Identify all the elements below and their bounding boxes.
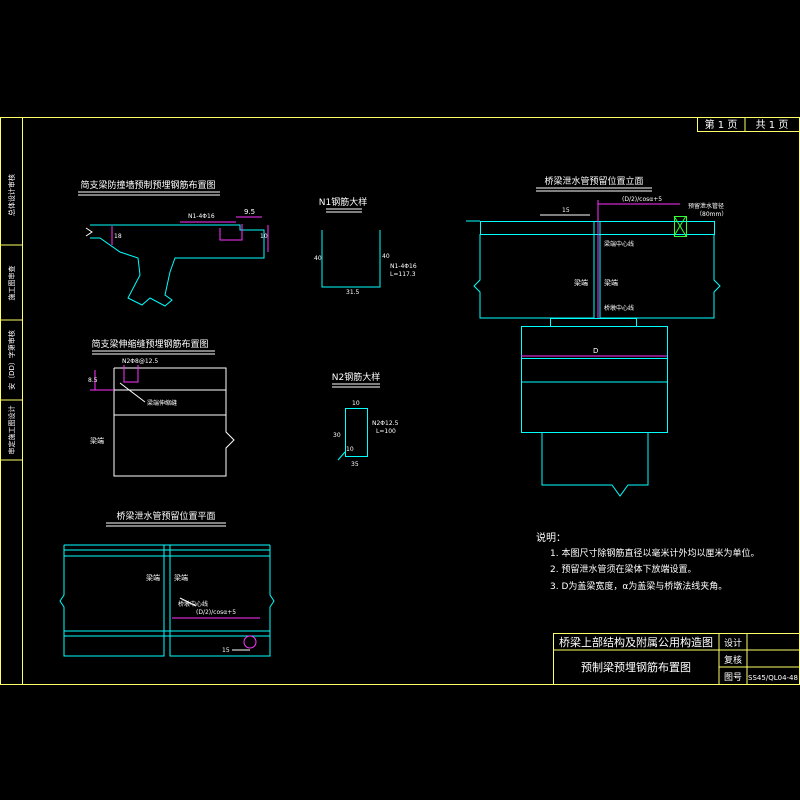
view4-label-rebar: N2Φ12.5 [372,420,399,427]
view2-label-length: L=117.3 [390,271,416,278]
view5-label-end2: 梁端 [604,278,618,287]
note-item-2: 2. 预留泄水管须在梁体下放端设置。 [550,563,696,575]
view6-label-end-right: 梁端 [174,573,188,582]
left-strip: 总体设计审核 施工图审查 安（DD）字第审核 审定施工图设计 [0,174,22,461]
view3-label-beam: 梁端 [90,436,104,445]
view5-label-end: 梁端 [574,278,588,287]
view5-label-pipe: 预留泄水管径 [688,202,724,210]
view2-dim-left: 40 [314,255,322,262]
view3-expansion-rebar: 简支梁伸缩缝预埋钢筋布置图 N2Φ8@12.5 8.5 梁端伸缩缝 梁端 [88,338,235,477]
view5-dim-15: 15 [562,207,570,214]
note-item-1: 1. 本图尺寸除钢筋直径以毫米计外均以厘米为单位。 [550,547,759,559]
left-strip-label-1: 总体设计审核 [7,174,16,216]
view4-n2-detail: N2钢筋大样 10 30 10 35 N2Φ12.5 L=100 [332,371,399,468]
drawing-no-label: 图号 [724,672,742,683]
title-block: 桥梁上部结构及附属公用构造图 预制梁预埋钢筋布置图 设计 复核 图号 SS45/… [553,633,800,685]
view1-title: 简支梁防撞墙预制预埋钢筋布置图 [80,179,215,191]
view6-dim-15: 15 [222,647,230,654]
view2-title: N1钢筋大样 [319,196,367,208]
view5-label-pipe2: （80mm） [696,211,727,218]
view6-dim-offset: (D/2)/cosα+5 [196,609,236,616]
view6-label-end-left: 梁端 [146,573,160,582]
sheet-box: 第 1 页 共 1 页 [697,117,800,132]
view1-dim-a: 9.5 [244,208,255,216]
left-strip-label-3: 安（DD）字第审核 [7,330,16,390]
view4-dim-bottom: 10 [346,446,354,453]
view2-n1-detail: N1钢筋大样 40 40 31.5 N1-4Φ16 L=117.3 [314,196,417,296]
view3-title: 简支梁伸缩缝预埋钢筋布置图 [91,338,208,350]
notes-block: 说明： 1. 本图尺寸除钢筋直径以毫米计外均以厘米为单位。 2. 预留泄水管须在… [536,531,759,592]
view2-label-rebar: N1-4Φ16 [390,263,417,270]
view1-barrier-rebar: 简支梁防撞墙预制预埋钢筋布置图 N1-4Φ16 9.5 18 10 [78,179,269,307]
view6-label-center: 桥墩中心线 [178,600,208,608]
view1-dim-c: 10 [260,233,268,240]
view5-drain-elevation: 桥梁泄水管预留位置立面 15 (D/2)/cosα+5 预留泄水管径 （80mm… [466,175,727,497]
view6-drain-plan: 桥梁泄水管预留位置平面 梁端 梁端 桥墩中心线 (D/2)/cosα+5 15 [59,510,275,657]
check-label: 复核 [724,654,742,666]
view4-title: N2钢筋大样 [332,371,380,383]
view4-dim-left: 30 [333,432,341,439]
design-label: 设计 [724,637,742,649]
view5-dim-offset: (D/2)/cosα+5 [622,196,662,203]
note-item-3: 3. D为盖梁宽度，α为盖梁与桥墩法线夹角。 [550,580,727,592]
inner-frame [22,117,800,685]
notes-heading: 说明： [536,531,566,544]
view1-rebar-label: N1-4Φ16 [188,213,215,220]
view4-label-length: L=100 [376,428,396,435]
view1-dim-b: 18 [114,233,122,240]
outer-frame [0,117,800,685]
left-strip-label-2: 施工图审查 [7,266,16,301]
view3-dim-left: 8.5 [88,377,98,384]
drawing-title: 预制梁预埋钢筋布置图 [581,660,691,674]
view5-label-center2: 桥墩中心线 [604,304,634,312]
view2-dim-bottom: 31.5 [346,289,360,296]
sheet-number: 第 1 页 [705,118,738,131]
drawing-no: SS45/QL04-48 [748,674,798,682]
view5-title: 桥梁泄水管预留位置立面 [544,175,643,187]
view4-dim-top: 10 [352,400,360,407]
project-title: 桥梁上部结构及附属公用构造图 [559,635,713,649]
left-strip-label-4: 审定施工图设计 [7,406,16,455]
view3-rebar-label: N2Φ8@12.5 [122,358,158,365]
view4-dim-base: 35 [351,461,359,468]
view5-dim-d: D [593,347,598,355]
view2-dim-right: 40 [382,253,390,260]
view5-label-center1: 梁端中心线 [604,240,634,248]
view3-label-center: 梁端伸缩缝 [147,399,177,407]
sheet-total: 共 1 页 [756,119,789,131]
view6-title: 桥梁泄水管预留位置平面 [116,510,215,522]
